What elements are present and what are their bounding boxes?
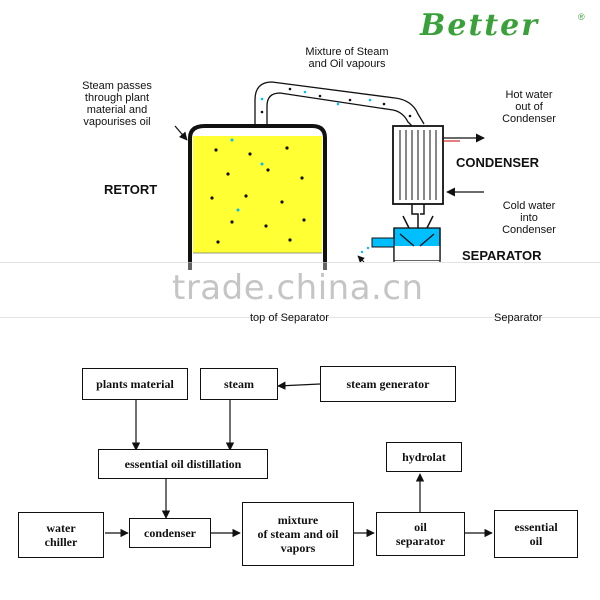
hydrolat-box: hydrolat xyxy=(386,442,462,472)
essential-oil-line: essential xyxy=(514,520,558,534)
oil-separator-line: separator xyxy=(395,534,446,548)
watermark-text: trade.china.cn xyxy=(172,268,424,308)
top-of-separator-caption: top of Separator xyxy=(250,312,329,324)
oil-outlet-arrow xyxy=(357,255,365,263)
cold-water-line: Condenser xyxy=(502,224,556,236)
plants-material-box: plants material xyxy=(82,368,188,400)
hot-water-line: Condenser xyxy=(502,113,556,125)
hydrolat-label: hydrolat xyxy=(402,450,446,464)
separator-unit xyxy=(357,215,441,263)
plant-material-dots xyxy=(210,146,306,244)
flowchart-connectors xyxy=(105,381,493,538)
cold-water-line: Cold water xyxy=(502,200,556,212)
steam-note-line: Steam passes xyxy=(82,80,152,92)
water-chiller-line: chiller xyxy=(44,535,78,549)
steam-generator-label: steam generator xyxy=(346,377,430,391)
condenser-label: CONDENSER xyxy=(456,155,540,170)
watermark-band xyxy=(0,262,600,318)
hot-water-line: Hot water xyxy=(505,89,553,101)
essential-oil-box: essential oil xyxy=(494,510,578,558)
vapour-note-line: Mixture of Steam xyxy=(305,46,389,58)
plants-material-label: plants material xyxy=(96,377,174,391)
steam-note-line: vapourises oil xyxy=(83,116,151,128)
mixture-line: mixture xyxy=(277,513,319,527)
condenser-unit xyxy=(392,125,485,228)
hot-water-note: Hot water out of Condenser xyxy=(482,89,576,125)
retort-label: RETORT xyxy=(104,182,158,197)
hot-water-line: out of xyxy=(515,101,543,113)
mixture-line: of steam and oil xyxy=(257,527,339,541)
steam-note: Steam passes through plant material and … xyxy=(60,80,174,128)
condenser-box: condenser xyxy=(129,518,211,548)
vapour-pipe xyxy=(254,81,425,128)
steam-note-line: through plant xyxy=(84,92,150,104)
steam-box: steam xyxy=(200,368,278,400)
steam-label: steam xyxy=(224,377,254,391)
essential-oil-line: oil xyxy=(529,534,543,548)
registered-mark-icon: ® xyxy=(578,12,585,22)
steam-generator-box: steam generator xyxy=(320,366,456,402)
oil-separator-box: oil separator xyxy=(376,512,465,556)
oil-separator-line: oil xyxy=(414,520,427,534)
mixture-box: mixture of steam and oil vapors xyxy=(242,502,354,566)
separator-label: SEPARATOR xyxy=(462,248,542,263)
vapour-note-line: and Oil vapours xyxy=(308,58,386,70)
distillation-box: essential oil distillation xyxy=(98,449,268,479)
cold-water-line: into xyxy=(520,212,538,224)
retort-vessel xyxy=(188,124,327,270)
better-logo: Better xyxy=(420,8,540,43)
cold-water-note: Cold water into Condenser xyxy=(482,200,576,236)
condenser-box-label: condenser xyxy=(144,526,196,540)
separator-caption: Separator xyxy=(494,312,543,324)
mixture-line: vapors xyxy=(280,541,316,555)
steam-note-line: material and xyxy=(86,104,148,116)
vapour-note: Mixture of Steam and Oil vapours xyxy=(288,46,406,70)
steam-note-arrow xyxy=(174,125,188,141)
retort-plant-fill xyxy=(193,136,322,253)
distillation-label: essential oil distillation xyxy=(124,457,242,471)
water-chiller-line: water xyxy=(46,521,76,535)
water-chiller-box: water chiller xyxy=(18,512,104,558)
